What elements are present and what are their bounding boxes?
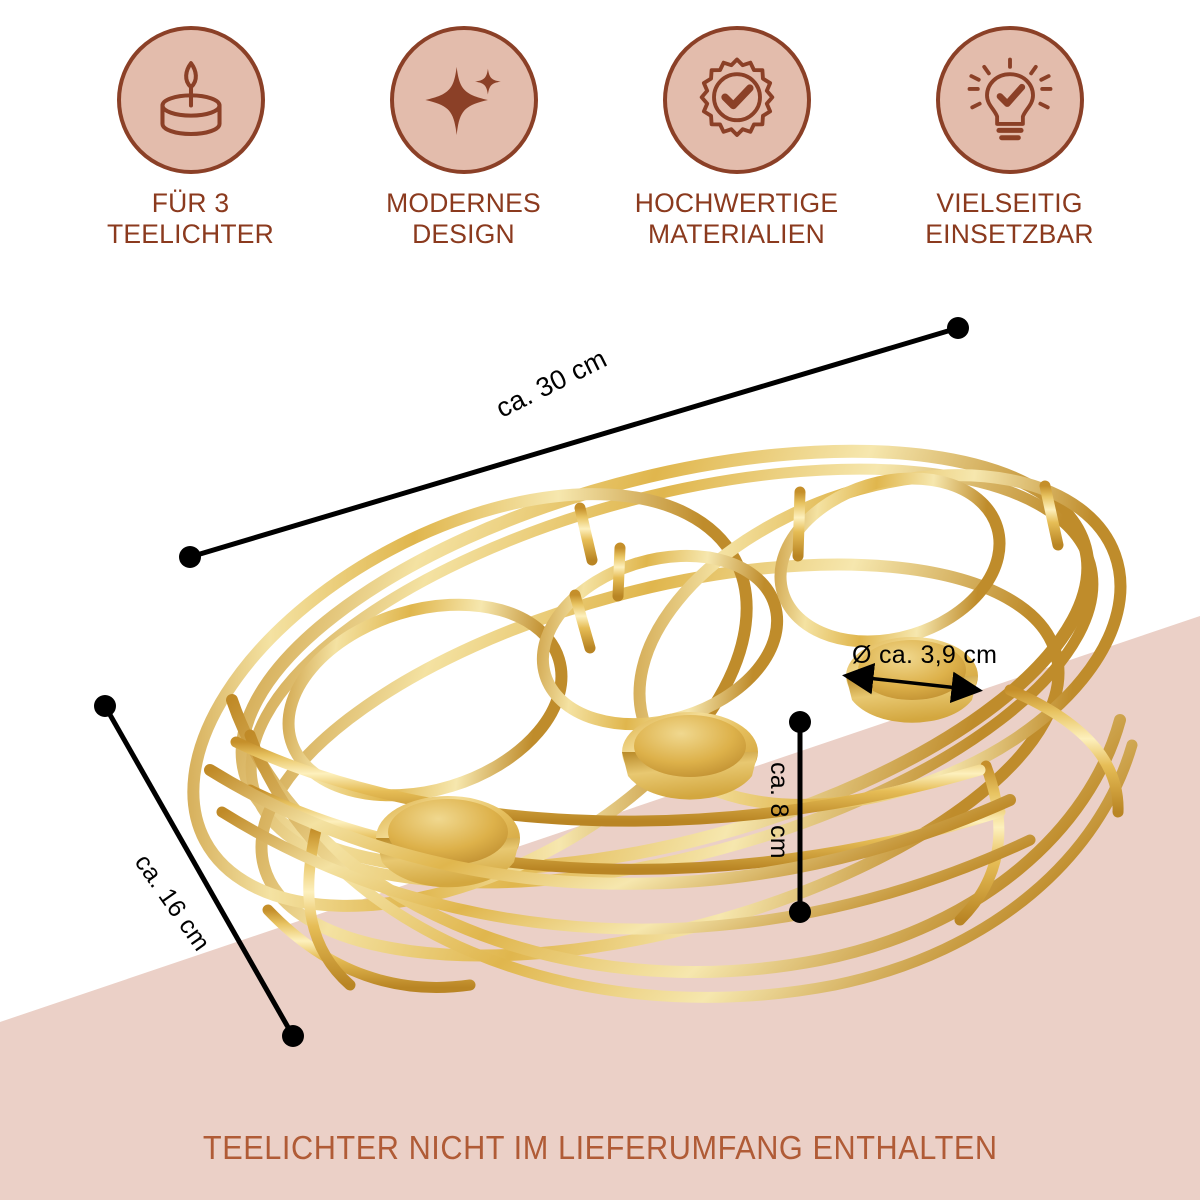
sparkle-star-icon (424, 66, 501, 135)
feature-circle-2 (389, 26, 538, 174)
feature-label-4: VIELSEITIG EINSETZBAR (925, 188, 1094, 250)
disclaimer-text: TEELICHTER NICHT IM LIEFERUMFANG ENTHALT… (202, 1129, 998, 1166)
feature-badge-design: MODERNES DESIGN (351, 26, 576, 276)
tealight-cup-3 (846, 637, 978, 723)
tealight-candle-icon (159, 61, 222, 137)
feature-badge-materials: HOCHWERTIGE MATERIALIEN (624, 26, 849, 276)
tealight-cup-2 (622, 712, 758, 800)
quality-seal-check-icon (699, 57, 774, 137)
lightbulb-check-icon (967, 57, 1052, 141)
feature-label-3: HOCHWERTIGE MATERIALIEN (634, 188, 839, 250)
feature-circle-3 (662, 26, 811, 174)
disclaimer-banner: TEELICHTER NICHT IM LIEFERUMFANG ENTHALT… (0, 1096, 1200, 1200)
feature-badge-versatile: VIELSEITIG EINSETZBAR (897, 26, 1122, 276)
feature-label-2: MODERNES DESIGN (386, 188, 541, 250)
feature-badges-row: FÜR 3 TEELICHTER MODERNES DESIGN HOCH (0, 26, 1200, 276)
feature-circle-1 (116, 26, 265, 174)
feature-label-1: FÜR 3 TEELICHTER (107, 188, 274, 250)
feature-badge-tealights: FÜR 3 TEELICHTER (78, 26, 303, 276)
feature-circle-4 (935, 26, 1084, 174)
